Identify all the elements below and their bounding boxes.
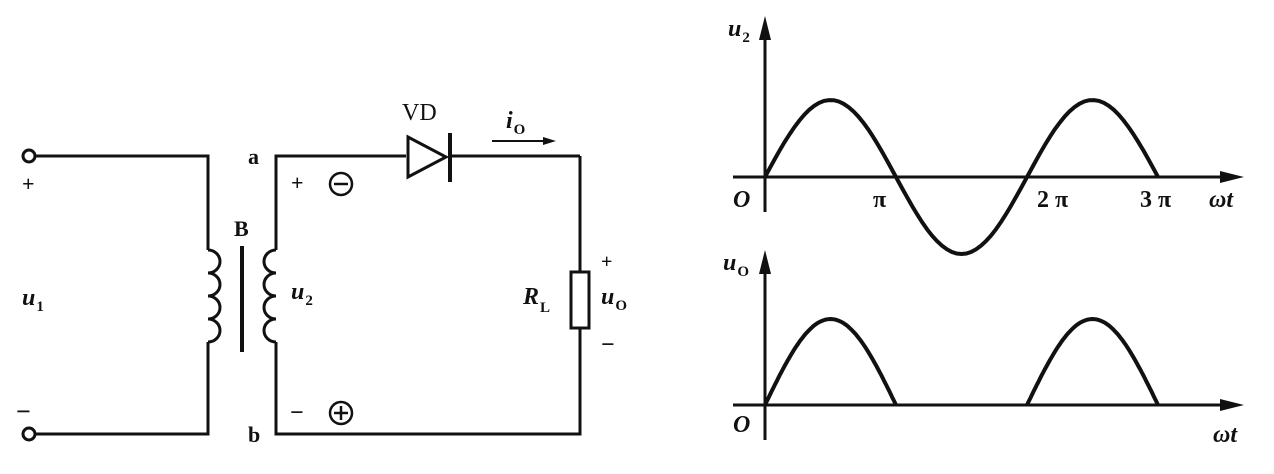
primary-wire-top: [35, 154, 210, 250]
current-arrowhead: [543, 137, 556, 145]
uo-half-wave-curve-2: [1025, 316, 1160, 406]
u2-sine-curve: [763, 98, 1160, 257]
primary-wire-bottom: [35, 342, 210, 436]
circuit-labels: + − u1 B u2 a b + − VD iO RL uO + −: [16, 100, 627, 447]
uo-waveform-chart: uO O ωt: [723, 250, 1244, 448]
circled-plus-symbol: [328, 400, 354, 426]
bottom-polarity-minus: −: [290, 400, 304, 426]
u1-label: u1: [22, 285, 44, 315]
wire-a: [274, 154, 406, 250]
load-resistor: [569, 270, 591, 330]
out-minus-label: −: [601, 332, 615, 358]
wire-load-bottom: [274, 328, 582, 436]
uo-x-arrowhead: [1220, 399, 1244, 411]
node-b-label: b: [248, 422, 260, 447]
circuit-diagram: [21, 133, 591, 442]
u2-waveform-chart: u2 O π 2 π 3 π ωt: [728, 16, 1244, 257]
diode-triangle: [406, 134, 450, 180]
u2-x-arrowhead: [1220, 171, 1244, 183]
out-plus-label: +: [601, 251, 612, 273]
input-terminal-bottom: [21, 426, 37, 442]
uo-y-arrowhead: [759, 250, 771, 274]
input-minus-label: −: [16, 397, 31, 426]
current-label: iO: [506, 108, 525, 138]
input-plus-label: +: [22, 171, 35, 196]
u2-tick-2pi: 2 π: [1037, 187, 1068, 213]
top-polarity-plus: +: [291, 170, 304, 195]
uo-axes: [733, 264, 1230, 440]
primary-coil: [207, 248, 222, 344]
u2-label: u2: [291, 279, 313, 309]
uo-y-label: uO: [723, 250, 749, 280]
secondary-coil: [262, 248, 277, 344]
u2-x-label: ωt: [1209, 187, 1234, 213]
u2-axes: [733, 30, 1230, 212]
uo-half-wave-curve-1: [763, 316, 898, 406]
transformer-label: B: [234, 216, 249, 241]
circled-minus-symbol: [328, 171, 354, 197]
u2-y-arrowhead: [759, 16, 771, 40]
uo-label: uO: [601, 284, 627, 314]
load-label: RL: [522, 284, 550, 316]
u2-y-label: u2: [728, 16, 750, 46]
node-a-label: a: [248, 144, 259, 169]
input-terminal-top: [21, 148, 37, 164]
uo-origin-label: O: [733, 412, 750, 438]
diode-label: VD: [402, 100, 437, 126]
uo-x-label: ωt: [1213, 422, 1238, 448]
u2-origin-label: O: [733, 187, 750, 213]
u2-tick-3pi: 3 π: [1140, 187, 1171, 213]
u2-tick-pi: π: [873, 187, 886, 213]
